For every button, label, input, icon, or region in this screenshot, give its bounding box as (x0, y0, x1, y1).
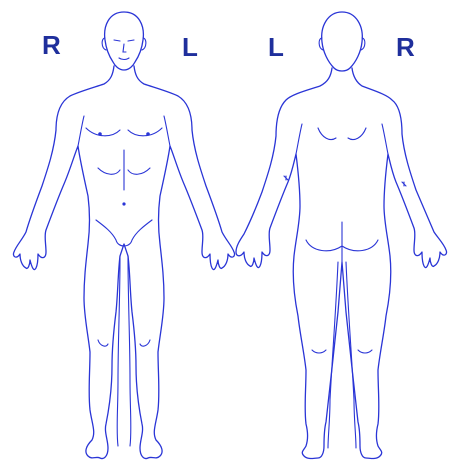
back-inner-arms (296, 124, 388, 154)
back-elbow-marks (284, 176, 406, 186)
back-buttocks (306, 222, 378, 262)
back-ears (319, 38, 365, 50)
back-shoulder-blades (318, 128, 366, 140)
back-body-outline (236, 68, 447, 459)
front-head (105, 12, 144, 70)
front-knees (98, 340, 150, 346)
front-chest (86, 128, 162, 136)
back-view-figure (236, 12, 447, 459)
front-face-features (114, 40, 134, 60)
front-inner-arms (78, 116, 170, 146)
front-body-outline (13, 66, 234, 459)
back-head (322, 12, 363, 71)
back-inner-legs (328, 262, 356, 448)
front-navel (122, 202, 125, 205)
front-abdomen (98, 150, 150, 190)
front-groin (96, 220, 152, 246)
front-inner-legs (117, 256, 131, 446)
front-nipple-left (146, 132, 150, 136)
back-knees (312, 350, 372, 353)
front-nipple-right (98, 132, 102, 136)
front-view-figure (13, 12, 234, 459)
